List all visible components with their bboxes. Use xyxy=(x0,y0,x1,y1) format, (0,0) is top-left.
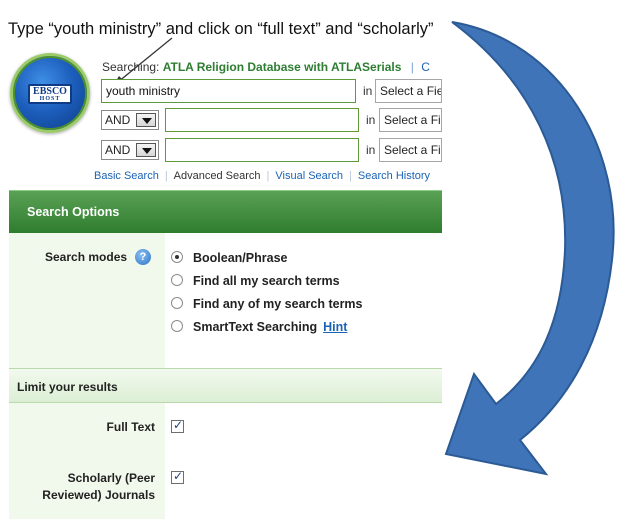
scholarly-label-line1: Scholarly (Peer xyxy=(67,471,155,485)
logo-sub-text: HOST xyxy=(39,96,61,102)
logo-brand-text: EBSCO xyxy=(33,86,67,97)
field-select-1[interactable]: Select a Fie xyxy=(375,79,442,103)
ebsco-host-logo: EBSCO HOST xyxy=(10,53,90,133)
visual-search-link[interactable]: Visual Search xyxy=(275,170,344,182)
field-select-2[interactable]: Select a Fie xyxy=(379,108,442,132)
search-input-2[interactable] xyxy=(165,108,359,132)
chevron-down-icon xyxy=(136,143,156,157)
limits-label-column xyxy=(9,403,165,519)
chevron-down-icon xyxy=(136,113,156,127)
search-history-link[interactable]: Search History xyxy=(357,170,431,182)
search-input-1[interactable]: youth ministry xyxy=(101,79,356,103)
advanced-search-link[interactable]: Advanced Search xyxy=(173,170,261,182)
scholarly-label: Scholarly (Peer Reviewed) Journals xyxy=(20,471,155,502)
search-type-links: Basic Search | Advanced Search | Visual Sear… xyxy=(94,170,430,182)
boolean-select-2-value: AND xyxy=(105,113,131,127)
boolean-select-3[interactable]: AND xyxy=(101,140,159,160)
search-modes-label: Search modes xyxy=(45,250,128,264)
radio-button[interactable] xyxy=(171,320,183,332)
hint-link[interactable]: Hint xyxy=(323,320,348,334)
search-options-header: Search Options xyxy=(9,190,442,233)
curved-arrow-shape xyxy=(444,21,615,476)
radio-button-checked[interactable] xyxy=(171,251,183,263)
instruction-text: Type “youth ministry” and click on “full… xyxy=(8,20,434,38)
scholarly-label-line2: Reviewed) Journals xyxy=(42,488,155,502)
search-input-3[interactable] xyxy=(165,138,359,162)
mode-label: Find any of my search terms xyxy=(193,297,363,311)
mode-find-all[interactable]: Find all my search terms xyxy=(171,274,340,288)
mode-label: Boolean/Phrase xyxy=(193,251,288,265)
basic-search-link[interactable]: Basic Search xyxy=(94,170,159,182)
database-name: ATLA Religion Database with ATLASerials xyxy=(162,60,402,74)
link-separator: | xyxy=(266,170,270,182)
in-label-2: in xyxy=(366,113,376,127)
full-text-checkbox[interactable] xyxy=(171,418,184,433)
limit-results-header: Limit your results xyxy=(9,368,442,403)
radio-button[interactable] xyxy=(171,274,183,286)
mode-label: Find all my search terms xyxy=(193,274,340,288)
boolean-select-2[interactable]: AND xyxy=(101,110,159,130)
searching-line: Searching: ATLA Religion Database with A… xyxy=(102,60,430,74)
link-separator: | xyxy=(349,170,352,182)
mode-find-any[interactable]: Find any of my search terms xyxy=(171,297,363,311)
choose-databases-link[interactable]: C xyxy=(421,60,430,74)
in-label-3: in xyxy=(366,143,376,157)
full-text-label: Full Text xyxy=(106,420,155,434)
radio-button[interactable] xyxy=(171,297,183,309)
mode-label: SmartText Searching xyxy=(193,320,318,334)
boolean-select-3-value: AND xyxy=(105,143,131,157)
logo-badge: EBSCO HOST xyxy=(28,84,72,104)
field-select-3[interactable]: Select a Fie xyxy=(379,138,442,162)
searching-separator: | xyxy=(410,60,414,74)
searching-prefix: Searching: xyxy=(102,60,160,74)
scholarly-checkbox[interactable] xyxy=(171,469,184,484)
mode-boolean-phrase[interactable]: Boolean/Phrase xyxy=(171,251,287,265)
link-separator: | xyxy=(164,170,168,182)
help-icon[interactable]: ? xyxy=(135,249,151,265)
in-label-1: in xyxy=(363,84,373,98)
mode-smarttext[interactable]: SmartText Searching Hint xyxy=(171,320,347,334)
